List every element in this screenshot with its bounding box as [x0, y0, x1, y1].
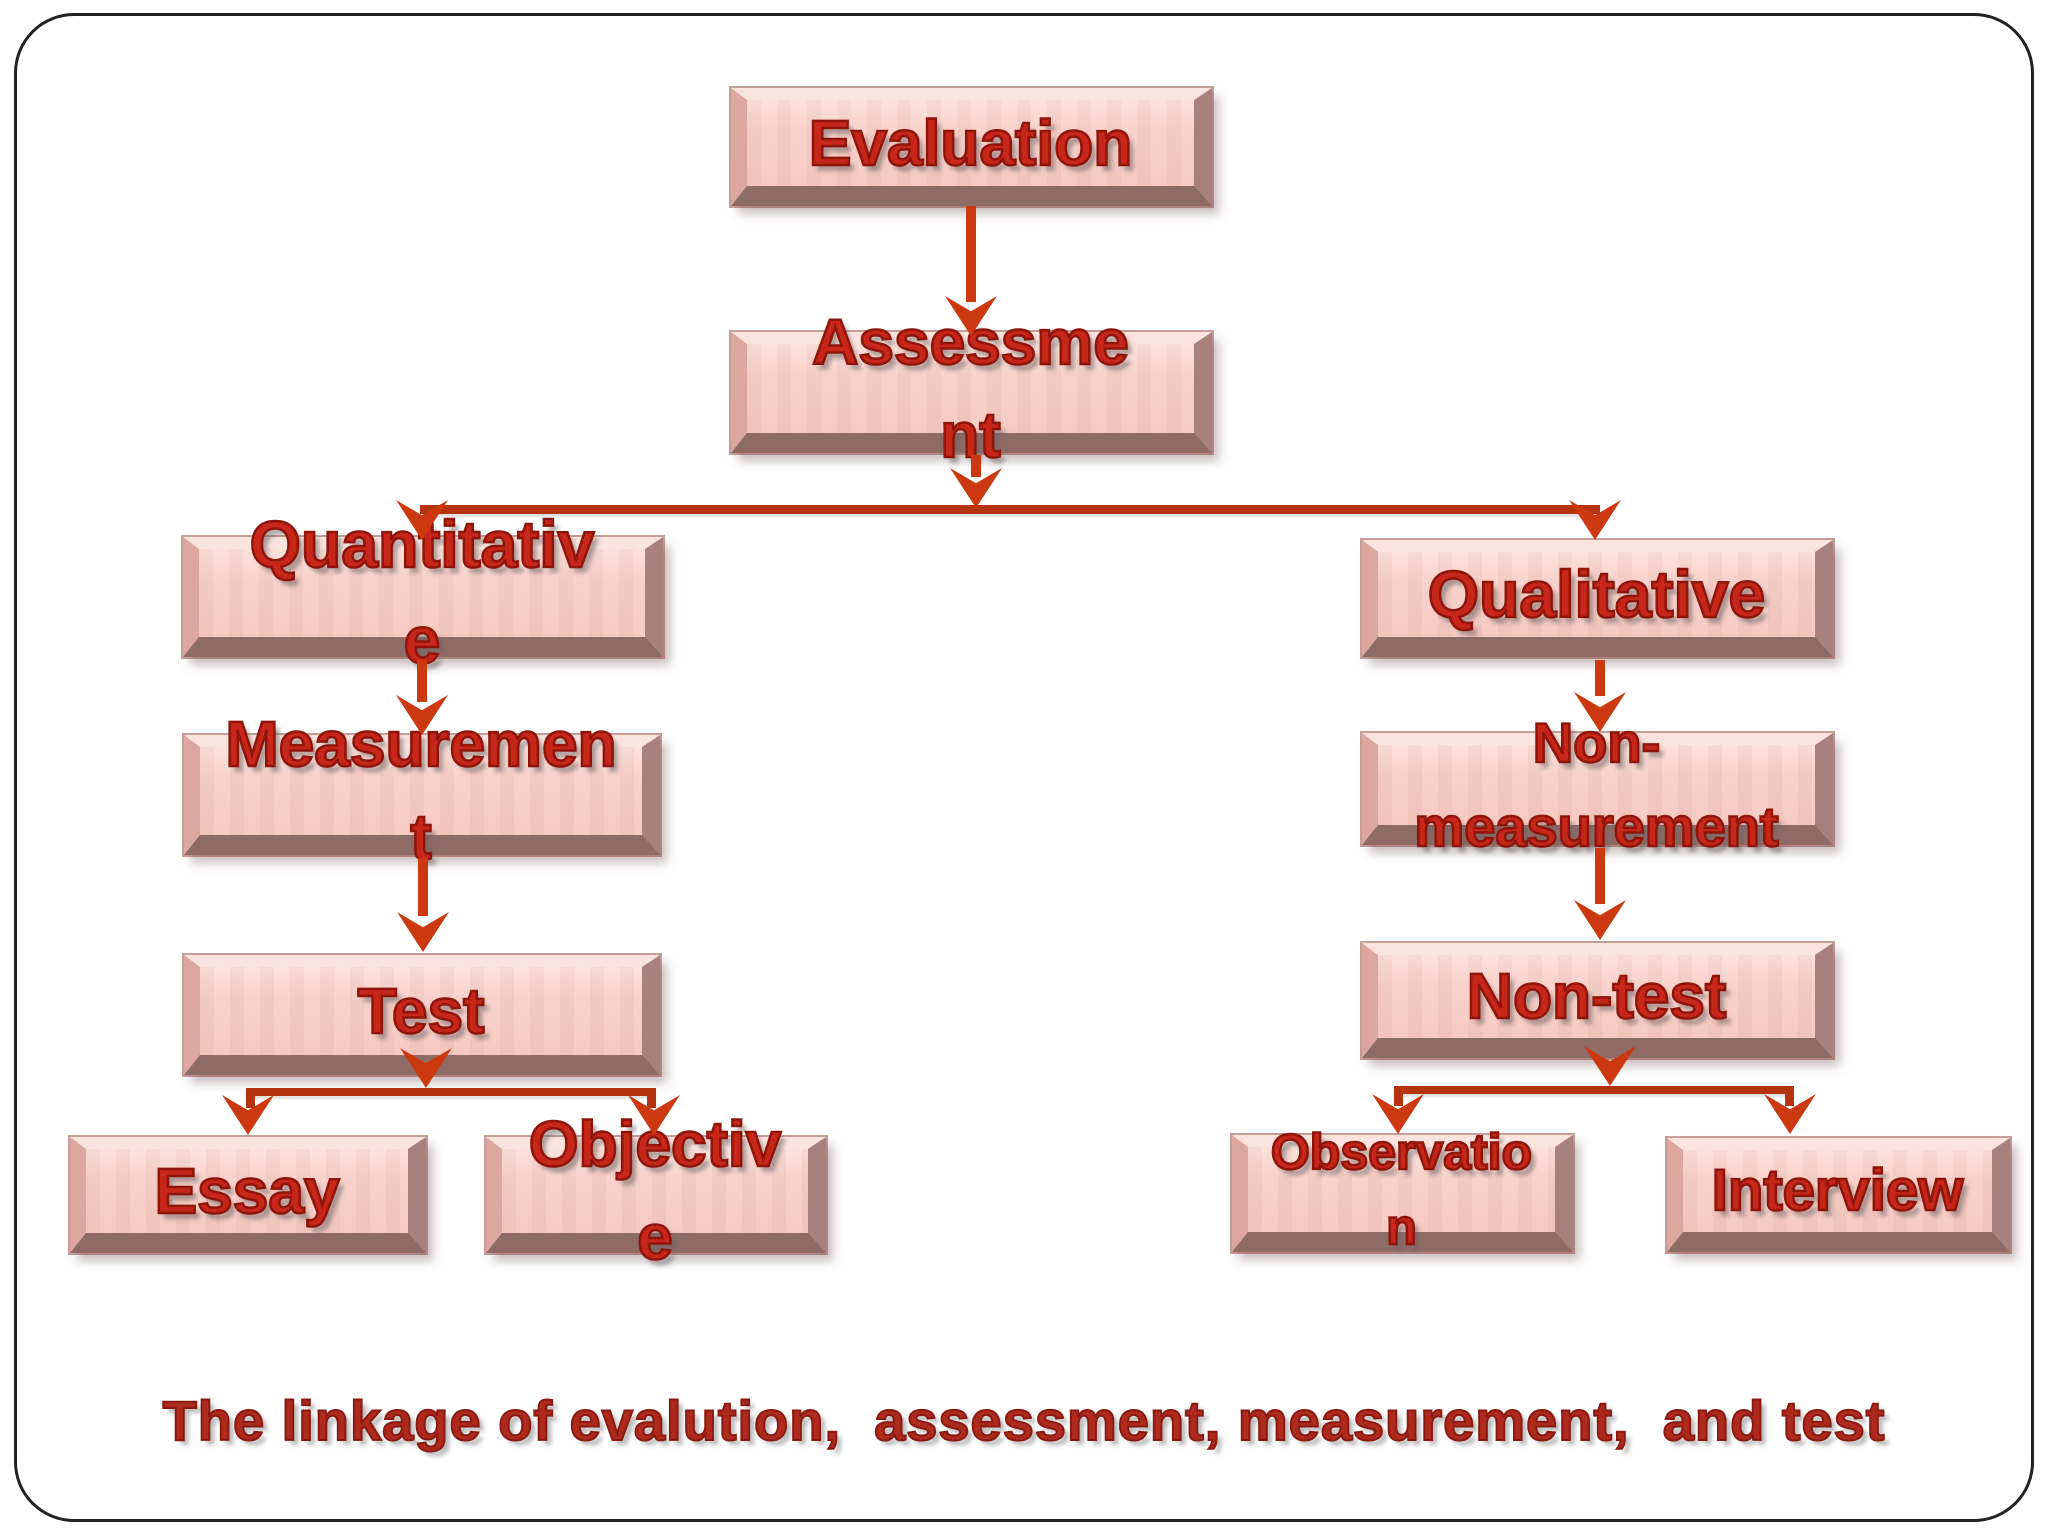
node-qualitative-label: Qualitative [1427, 555, 1767, 631]
node-essay: Essay [70, 1137, 426, 1253]
bracket-line-nontest-split [1394, 1086, 1794, 1094]
arrow-measurement-to-test-stem [418, 858, 428, 916]
bracket-right-stub-observation [1394, 1090, 1403, 1106]
arrow-non-measurement-to-non-test-stem [1595, 848, 1605, 904]
node-non-test: Non-test [1362, 943, 1833, 1058]
node-quantitative: Quantitativ e [183, 506, 663, 678]
node-objective: Objectiv e [486, 1107, 826, 1274]
node-evaluation: Evaluation [731, 88, 1212, 206]
node-observation-label: Observatio n [1270, 1122, 1534, 1256]
node-essay-label: Essay [153, 1153, 341, 1227]
branch-line-assessment-split [420, 505, 1600, 514]
node-qualitative: Qualitative [1362, 540, 1833, 657]
arrow-evaluation-to-assessment-stem [966, 206, 976, 302]
node-objective-label: Objectiv e [527, 1107, 782, 1274]
node-evaluation-label: Evaluation [807, 105, 1133, 179]
slide-border [14, 13, 2034, 1522]
bracket-left-stub-objective [647, 1092, 656, 1108]
node-non-test-label: Non-test [1465, 959, 1727, 1033]
node-interview: Interview [1667, 1138, 2010, 1252]
arrow-assessment-to-branch-stem [971, 455, 981, 477]
bracket-right-stub-interview [1785, 1090, 1794, 1106]
bracket-line-test-split [246, 1088, 656, 1096]
figure-caption: The linkage of evalution, assessment, me… [162, 1388, 1886, 1453]
node-observation: Observatio n [1232, 1122, 1573, 1256]
node-measurement: Measuremen t [184, 707, 660, 874]
node-interview-label: Interview [1711, 1157, 1965, 1225]
node-assessment: Assessme nt [731, 304, 1212, 472]
node-non-measurement: Non- measurement [1362, 710, 1833, 859]
node-test: Test [184, 955, 660, 1075]
bracket-left-stub-essay [246, 1092, 255, 1108]
arrow-qualitative-to-non-measurement-stem [1595, 660, 1605, 696]
arrow-quantitative-to-measurement-stem [417, 660, 427, 702]
node-test-label: Test [356, 973, 485, 1047]
